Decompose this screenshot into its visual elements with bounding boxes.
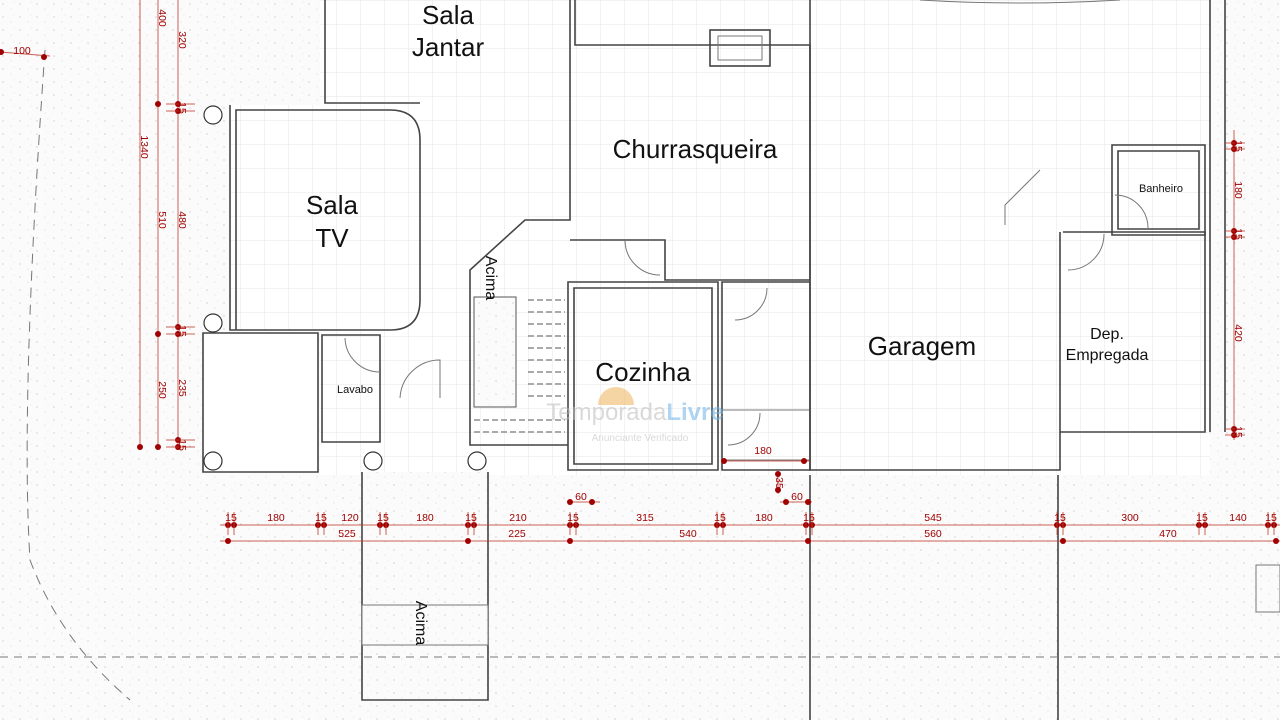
dimension-dot xyxy=(567,499,573,505)
dimension-label: 320 xyxy=(176,31,188,49)
dimension-dot xyxy=(155,444,161,450)
interior-floor xyxy=(203,0,1210,700)
dimension-label: 15 xyxy=(377,512,389,524)
dimension-label: 1340 xyxy=(138,135,150,159)
room-label-banheiro: Banheiro xyxy=(1139,183,1183,195)
room-label-garagem: Garagem xyxy=(868,331,976,361)
dimension-label: 510 xyxy=(156,211,168,229)
dimension-dot xyxy=(137,444,143,450)
dimension-dot xyxy=(805,499,811,505)
dimension-label: 180 xyxy=(754,445,772,457)
dimension-label: 180 xyxy=(416,512,434,524)
dimension-label: 15 xyxy=(176,439,188,451)
dimension-dot xyxy=(0,49,4,55)
dimension-label: 15 xyxy=(1232,140,1244,152)
dimension-dot xyxy=(155,101,161,107)
dimension-label: 15 xyxy=(225,512,237,524)
dimension-dot xyxy=(801,458,807,464)
dimension-label: 180 xyxy=(755,512,773,524)
stairs xyxy=(473,296,565,433)
dimension-label: 250 xyxy=(156,381,168,399)
watermark-brand-b: Livre xyxy=(666,399,723,426)
watermark: TemporadaLivre Anunciante Verificado xyxy=(546,387,724,444)
dimension-dot xyxy=(155,331,161,337)
dimension-label: 225 xyxy=(508,528,526,540)
dimension-dot xyxy=(465,538,471,544)
dimension-lines: 15 180 15 120 15 180 15 210 15 315 15 180 15 545 15 300… xyxy=(0,0,1280,544)
dimension-label: 420 xyxy=(1232,324,1244,342)
watermark-brand-a: Temporada xyxy=(546,399,667,426)
room-label-dep-empregada-2: Empregada xyxy=(1066,347,1149,364)
dimension-label: 60 xyxy=(791,491,803,503)
dimension-label: 15 xyxy=(465,512,477,524)
dimension-label: 235 xyxy=(176,379,188,397)
dimension-label: 560 xyxy=(924,528,942,540)
dimension-label: 15 xyxy=(803,512,815,524)
dimension-dot xyxy=(41,54,47,60)
dimension-label: 540 xyxy=(679,528,697,540)
dimension-label: 15 xyxy=(567,512,579,524)
dimension-label: 545 xyxy=(924,512,942,524)
dimension-label: 525 xyxy=(338,528,356,540)
room-label-sala-jantar-2: Jantar xyxy=(412,32,485,62)
room-label-churrasqueira: Churrasqueira xyxy=(613,134,778,164)
walkway-stairs xyxy=(361,604,489,646)
room-label-cozinha: Cozinha xyxy=(595,357,691,387)
dimension-label: 300 xyxy=(1121,512,1139,524)
room-label-sala-tv-1: Sala xyxy=(306,190,359,220)
dimension-label: 315 xyxy=(636,512,654,524)
room-label-sala-tv-2: TV xyxy=(315,223,349,253)
dimension-label: 15 xyxy=(1054,512,1066,524)
door-swings xyxy=(344,194,1149,446)
dimension-label: 60 xyxy=(575,491,587,503)
dimension-label: 15 xyxy=(176,102,188,114)
dimension-dot xyxy=(225,538,231,544)
svg-text:TemporadaLivre: TemporadaLivre xyxy=(546,399,723,426)
dimension-dot xyxy=(1273,538,1279,544)
dimension-label: 210 xyxy=(509,512,527,524)
dimension-label: 470 xyxy=(1159,528,1177,540)
walkway-up-label: Acima xyxy=(412,601,429,646)
dimension-dot xyxy=(589,499,595,505)
room-label-sala-jantar-1: Sala xyxy=(422,0,475,30)
dimension-label: 140 xyxy=(1229,512,1247,524)
dimension-dot xyxy=(1060,538,1066,544)
room-labels: Sala Jantar Churrasqueira Sala TV Cozinh… xyxy=(306,0,1183,645)
dimension-label: 15 xyxy=(1265,512,1277,524)
dimension-label: 15 xyxy=(1232,426,1244,438)
dimension-dot xyxy=(775,471,781,477)
dimension-dot xyxy=(721,458,727,464)
stairs-up-label: Acima xyxy=(482,256,499,301)
dimension-label: 15 xyxy=(176,325,188,337)
dimension-label: 180 xyxy=(267,512,285,524)
dimension-label: 480 xyxy=(176,211,188,229)
dimension-dot xyxy=(775,487,781,493)
room-label-lavabo: Lavabo xyxy=(337,384,373,396)
dimension-dot xyxy=(805,538,811,544)
room-label-dep-empregada-1: Dep. xyxy=(1090,326,1124,343)
dimension-label: 15 xyxy=(1196,512,1208,524)
dimension-label: 400 xyxy=(156,9,168,27)
dimension-label: 15 xyxy=(1232,228,1244,240)
dimension-label: 180 xyxy=(1232,181,1244,199)
dimension-label: 15 xyxy=(315,512,327,524)
dimension-label: 35 xyxy=(773,477,785,489)
watermark-tagline: Anunciante Verificado xyxy=(592,433,689,444)
dimension-label: 120 xyxy=(341,512,359,524)
dimension-label: 100 xyxy=(13,45,31,57)
dimension-dot xyxy=(783,499,789,505)
dimension-dot xyxy=(567,538,573,544)
dimension-label: 15 xyxy=(714,512,726,524)
columns xyxy=(203,105,487,471)
